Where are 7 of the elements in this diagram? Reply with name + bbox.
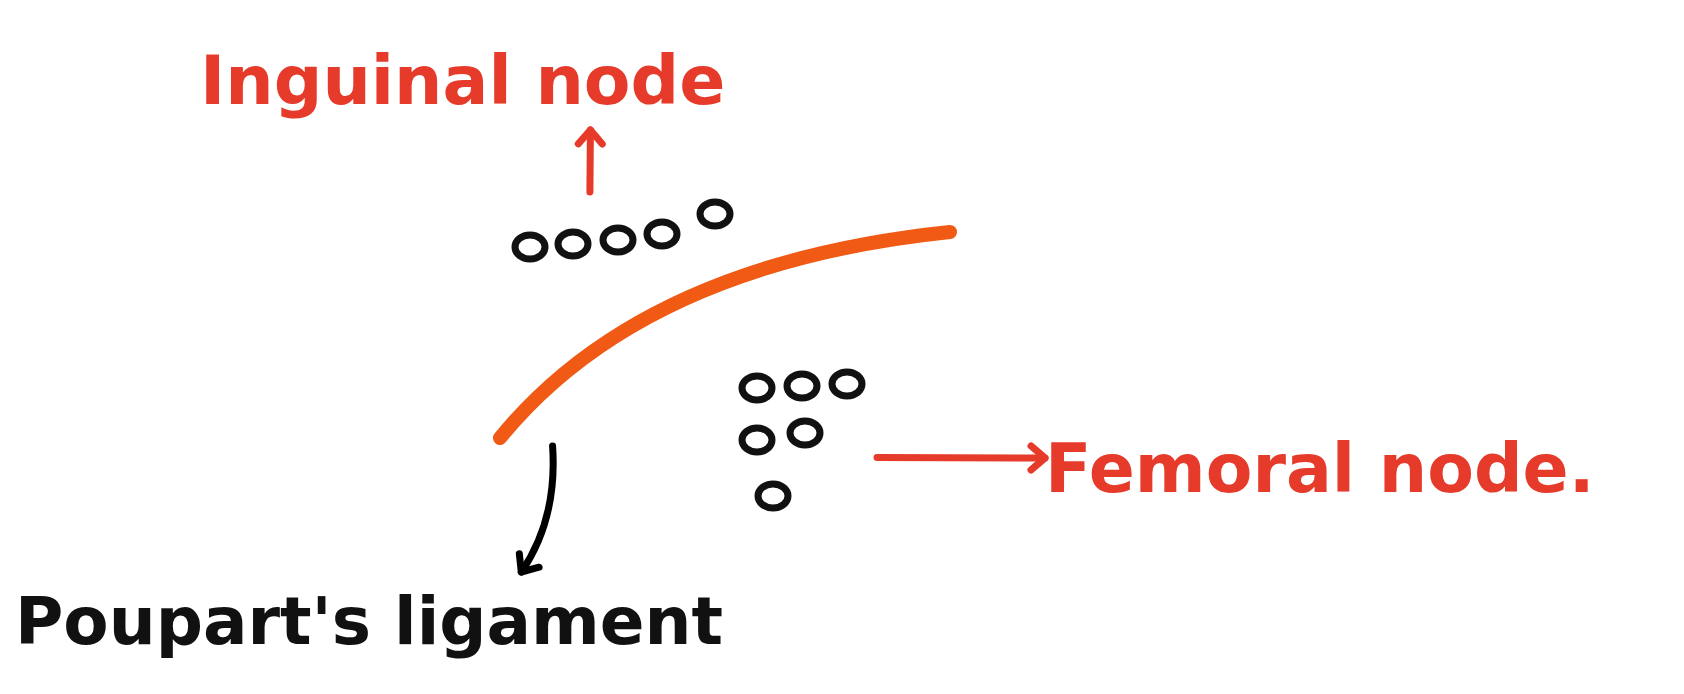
node-label: Poupart's ligament bbox=[15, 581, 725, 662]
arrow bbox=[873, 442, 1049, 474]
ligament-curve bbox=[492, 224, 958, 446]
node-label: Inguinal node bbox=[200, 39, 727, 122]
node-label: Femoral node. bbox=[1045, 427, 1596, 510]
arrow bbox=[574, 126, 606, 196]
arrow bbox=[515, 442, 557, 576]
